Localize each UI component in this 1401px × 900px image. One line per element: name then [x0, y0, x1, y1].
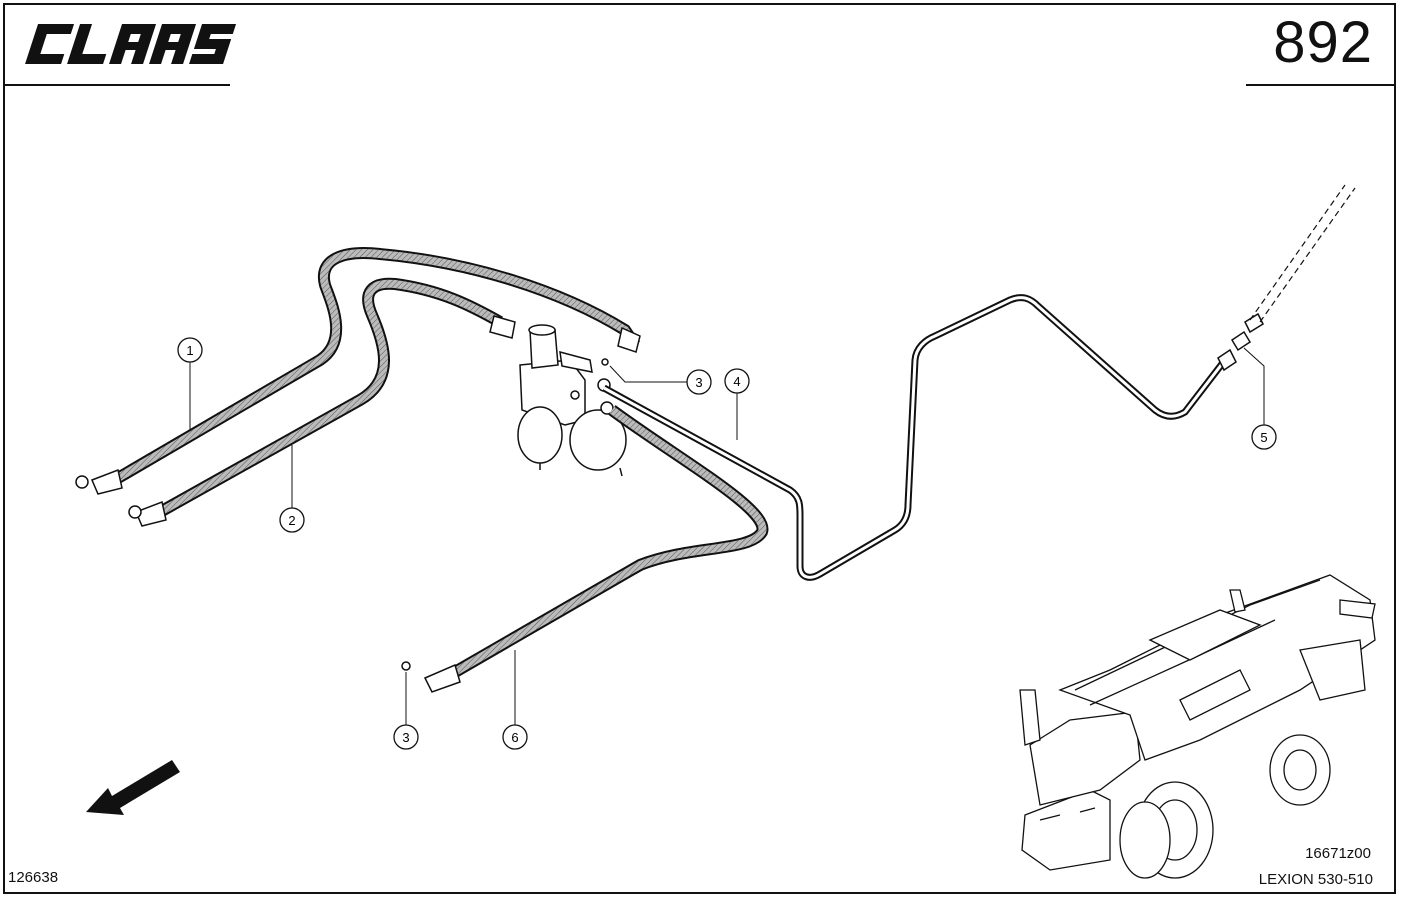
hose-6-fitting [401, 661, 461, 693]
page-number: 892 [1273, 10, 1373, 75]
leader-lines [189, 347, 1265, 725]
logo-underline [3, 84, 230, 86]
svg-text:3: 3 [695, 375, 702, 390]
svg-text:1: 1 [186, 343, 193, 358]
callout-3-bottom: 3 [393, 724, 419, 750]
machine-model: LEXION 530-510 [1258, 871, 1373, 888]
callout-1: 1 [177, 337, 203, 363]
callout-2: 2 [279, 507, 305, 533]
combine-harvester-locator-image [1019, 574, 1376, 879]
callout-5: 5 [1251, 424, 1277, 450]
connector-5 [1217, 312, 1264, 372]
hose-1-fitting [75, 326, 641, 495]
document-id: 126638 [8, 869, 59, 886]
hose-2 [157, 277, 503, 518]
hose-1 [114, 247, 640, 484]
dashed-line-continuation [1249, 184, 1356, 323]
callout-6: 6 [502, 724, 528, 750]
illustration-code: 16671z00 [1305, 845, 1371, 862]
hose-6 [451, 405, 769, 678]
svg-text:6: 6 [511, 730, 518, 745]
callout-3-top: 3 [686, 369, 712, 395]
callout-4: 4 [724, 368, 750, 394]
svg-text:5: 5 [1260, 430, 1267, 445]
hose-2-fitting [128, 315, 516, 527]
direction-arrow-icon [86, 760, 180, 815]
svg-text:3: 3 [402, 730, 409, 745]
svg-text:2: 2 [288, 513, 295, 528]
page-number-underline [1246, 84, 1396, 86]
pipe-4 [602, 294, 1228, 581]
valve-block-assembly [517, 324, 627, 477]
drawing-frame [3, 3, 1396, 894]
svg-text:4: 4 [733, 374, 740, 389]
claas-logo [25, 24, 237, 64]
